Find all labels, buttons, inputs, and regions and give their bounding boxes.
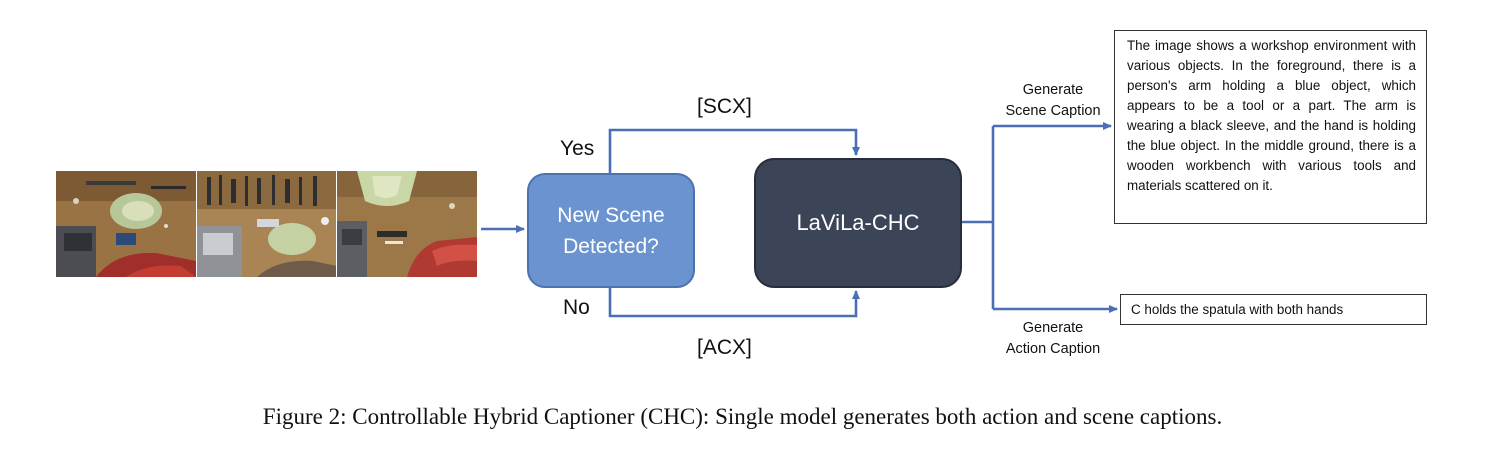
video-frame-2 [196, 171, 337, 277]
new-scene-decision-node: New Scene Detected? [527, 173, 695, 288]
scene-token-label: [SCX] [697, 95, 752, 118]
decision-line-2: Detected? [563, 234, 659, 258]
generate-scene-line-1: Generate [1022, 82, 1084, 98]
lavila-chc-model-node: LaViLa-CHC [754, 158, 962, 288]
figure-caption: Figure 2: Controllable Hybrid Captioner … [262, 404, 1223, 429]
decision-line-1: New Scene [557, 203, 665, 227]
scene-caption-box: The image shows a workshop environment w… [1114, 30, 1427, 224]
workshop-frame-image-3 [337, 171, 478, 277]
arrow-no-acx-branch [608, 288, 860, 318]
action-caption-box: C holds the spatula with both hands [1120, 294, 1427, 325]
no-branch-label: No [563, 296, 590, 319]
generate-action-line-2: Action Caption [1005, 341, 1101, 357]
workshop-frame-image-1 [56, 171, 196, 277]
input-video-frames [56, 171, 478, 277]
generate-scene-caption-label: Generate Scene Caption [998, 80, 1108, 122]
workshop-frame-image-2 [196, 171, 337, 277]
generate-scene-line-2: Scene Caption [1005, 103, 1101, 119]
action-token-label: [ACX] [697, 336, 752, 359]
generate-action-line-1: Generate [1022, 320, 1084, 336]
arrow-yes-scx-branch [608, 128, 860, 173]
yes-branch-label: Yes [560, 137, 595, 160]
model-label: LaViLa-CHC [796, 210, 920, 235]
generate-action-caption-label: Generate Action Caption [996, 318, 1110, 360]
video-frame-3 [337, 171, 478, 277]
video-frame-1 [56, 171, 196, 277]
